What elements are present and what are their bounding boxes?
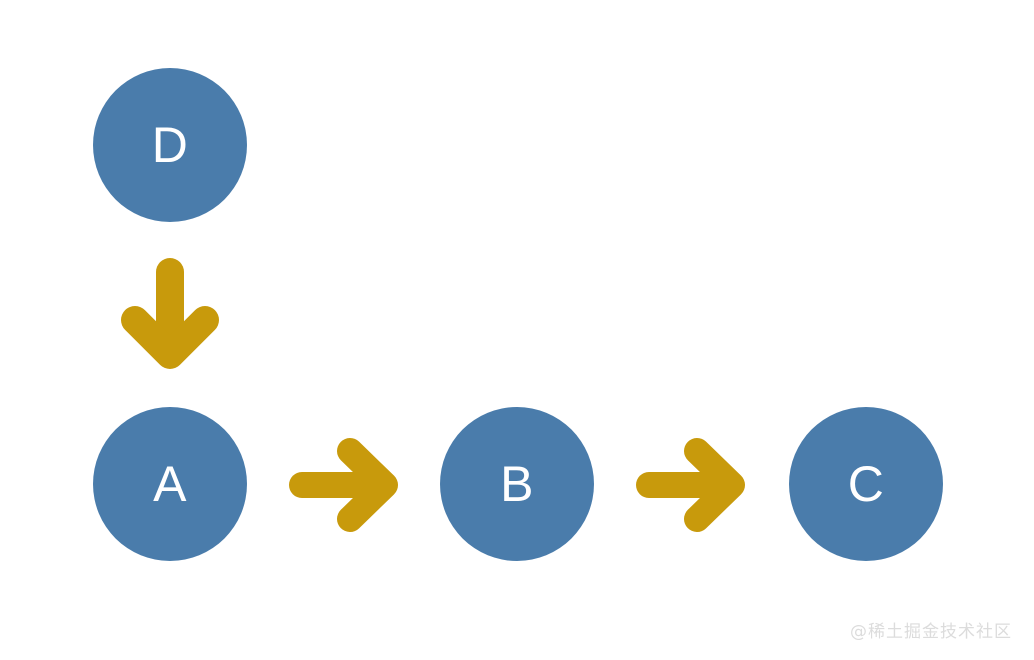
arrow-right-icon — [636, 438, 745, 532]
watermark-text: @稀土掘金技术社区 — [850, 622, 1012, 642]
graph-node-d[interactable]: D — [93, 68, 247, 222]
graph-node-a[interactable]: A — [93, 407, 247, 561]
graph-node-c[interactable]: C — [789, 407, 943, 561]
arrow-down-icon — [121, 258, 219, 369]
edge-d-to-a[interactable] — [121, 258, 219, 372]
graph-node-c-label: C — [847, 456, 885, 512]
edge-a-to-b[interactable] — [286, 438, 404, 532]
arrow-right-icon — [289, 438, 398, 532]
graph-node-a-label: A — [153, 456, 187, 512]
edge-b-to-c[interactable] — [633, 438, 751, 532]
graph-node-b[interactable]: B — [440, 407, 594, 561]
graph-node-b-label: B — [500, 456, 534, 512]
graph-node-d-label: D — [151, 117, 189, 173]
